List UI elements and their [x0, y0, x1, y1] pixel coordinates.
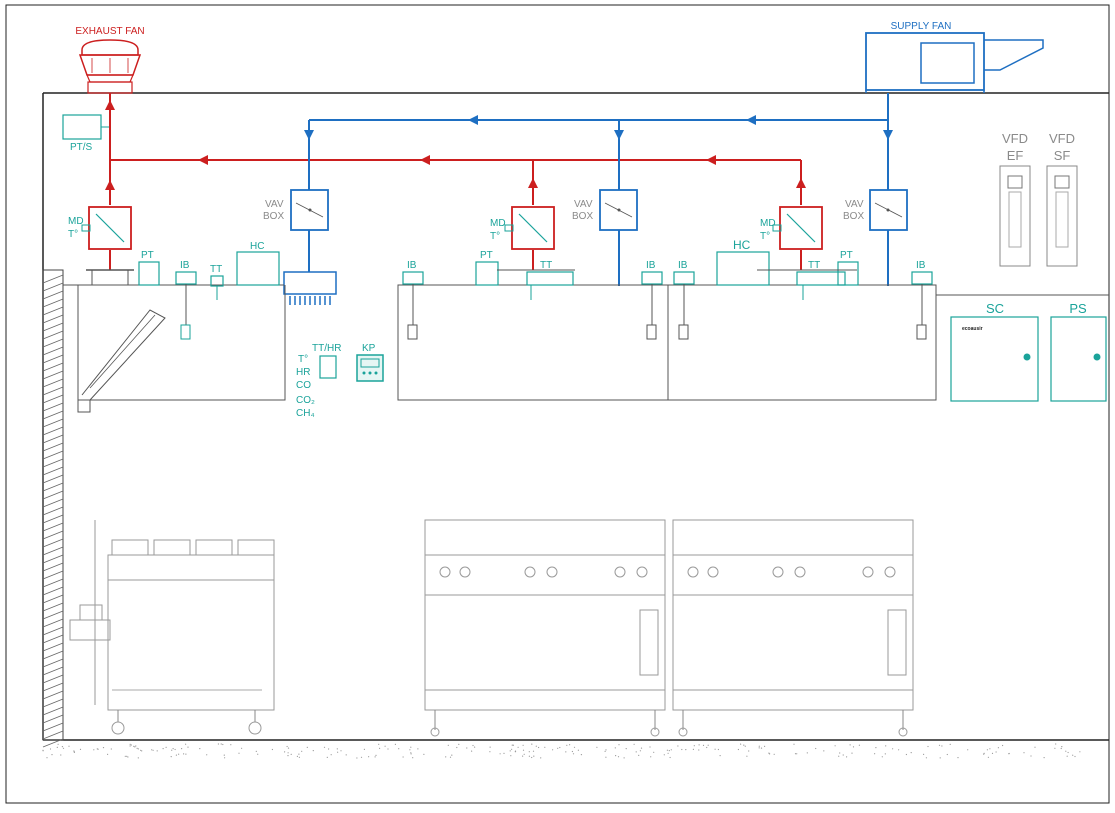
sensor-hr: HR [296, 367, 310, 378]
ib-sensor-5 [911, 271, 933, 340]
floor-texture [42, 743, 1081, 759]
vav-box-1 [290, 189, 329, 231]
ib-sensor-2 [402, 271, 424, 340]
kp-label: KP [362, 343, 376, 354]
pts-label: PT/S [70, 142, 93, 153]
vfd-sf-drive [1046, 165, 1078, 267]
range-oven-1 [424, 519, 666, 737]
sensor-co2: CO₂ [296, 395, 315, 406]
sensor-list: T° HR CO CO₂ CH₄ [296, 354, 315, 419]
tt-label-3: TT [808, 260, 820, 271]
sensor-co: CO [296, 380, 311, 391]
frame-border [5, 4, 1110, 804]
tthr-sensor [319, 355, 337, 379]
sc-panel-text: ecoausir [962, 326, 983, 332]
hc-sensor-1 [236, 251, 280, 286]
md-label-3: MD [760, 218, 776, 229]
vav-label-3b: BOX [843, 211, 864, 222]
temp-label-1: T° [68, 229, 78, 240]
pts-sensor-icon [62, 114, 110, 140]
supply-fan-label: SUPPLY FAN [891, 21, 952, 32]
supply-diffuser [283, 271, 337, 305]
vav-label-3a: VAV [845, 199, 864, 210]
vfd-label-ef: VFD [1002, 131, 1028, 146]
tt-sensor-2 [497, 269, 575, 300]
supply-duct [304, 93, 893, 286]
pt-sensor-2 [475, 261, 499, 286]
hc-sensor-2 [716, 251, 770, 286]
supply-fan-icon [865, 32, 1044, 93]
sf-label: SF [1054, 148, 1071, 163]
ib-label-4: IB [678, 260, 688, 271]
vav-label-2b: BOX [572, 211, 593, 222]
keypad-icon [356, 354, 384, 382]
pt-label-3: PT [840, 250, 853, 261]
ib-sensor-1 [175, 271, 197, 340]
motorized-damper-3 [772, 206, 823, 250]
hatched-wall [42, 269, 64, 748]
range-oven-2 [672, 519, 914, 737]
tt-label-1: TT [210, 264, 222, 275]
vfd-label-sf: VFD [1049, 131, 1075, 146]
sc-panel [950, 316, 1039, 402]
sensor-temp: T° [298, 354, 308, 365]
vav-label-1b: BOX [263, 211, 284, 222]
ps-panel [1050, 316, 1107, 402]
exhaust-duct [105, 93, 806, 270]
temp-label-3: T° [760, 231, 770, 242]
building-outline [42, 92, 1109, 741]
ib-sensor-3 [641, 271, 663, 340]
motorized-damper-2 [504, 206, 555, 250]
tt-sensor-1 [210, 275, 224, 300]
hc-label-1: HC [250, 241, 264, 252]
vav-label-1a: VAV [265, 199, 284, 210]
pt-label-2: PT [480, 250, 493, 261]
vav-label-2a: VAV [574, 199, 593, 210]
ib-label-2: IB [407, 260, 417, 271]
temp-label-2: T° [490, 231, 500, 242]
exhaust-fan-label: EXHAUST FAN [75, 26, 144, 37]
hc-label-2: HC [733, 238, 751, 252]
md-label-2: MD [490, 218, 506, 229]
motorized-damper-1 [81, 206, 132, 250]
ib-label-5: IB [916, 260, 926, 271]
ib-label-3: IB [646, 260, 656, 271]
pt-sensor-1 [138, 261, 160, 286]
tt-sensor-3 [757, 269, 857, 300]
vfd-ef-drive [999, 165, 1031, 267]
ib-sensor-4 [673, 271, 695, 340]
tt-label-2: TT [540, 260, 552, 271]
md-label-1: MD [68, 216, 84, 227]
hood-1 [63, 269, 286, 413]
ib-label-1: IB [180, 260, 190, 271]
fryer-equipment [69, 520, 275, 735]
tthr-label: TT/HR [312, 343, 341, 354]
ps-label: PS [1069, 301, 1087, 316]
vav-box-2 [599, 189, 638, 231]
vav-box-3 [869, 189, 908, 231]
sensor-ch4: CH₄ [296, 408, 315, 419]
exhaust-fan-icon [78, 39, 142, 94]
pt-label-1: PT [141, 250, 154, 261]
sc-label: SC [986, 301, 1004, 316]
pt-sensor-3 [837, 261, 859, 286]
ef-label: EF [1007, 148, 1024, 163]
